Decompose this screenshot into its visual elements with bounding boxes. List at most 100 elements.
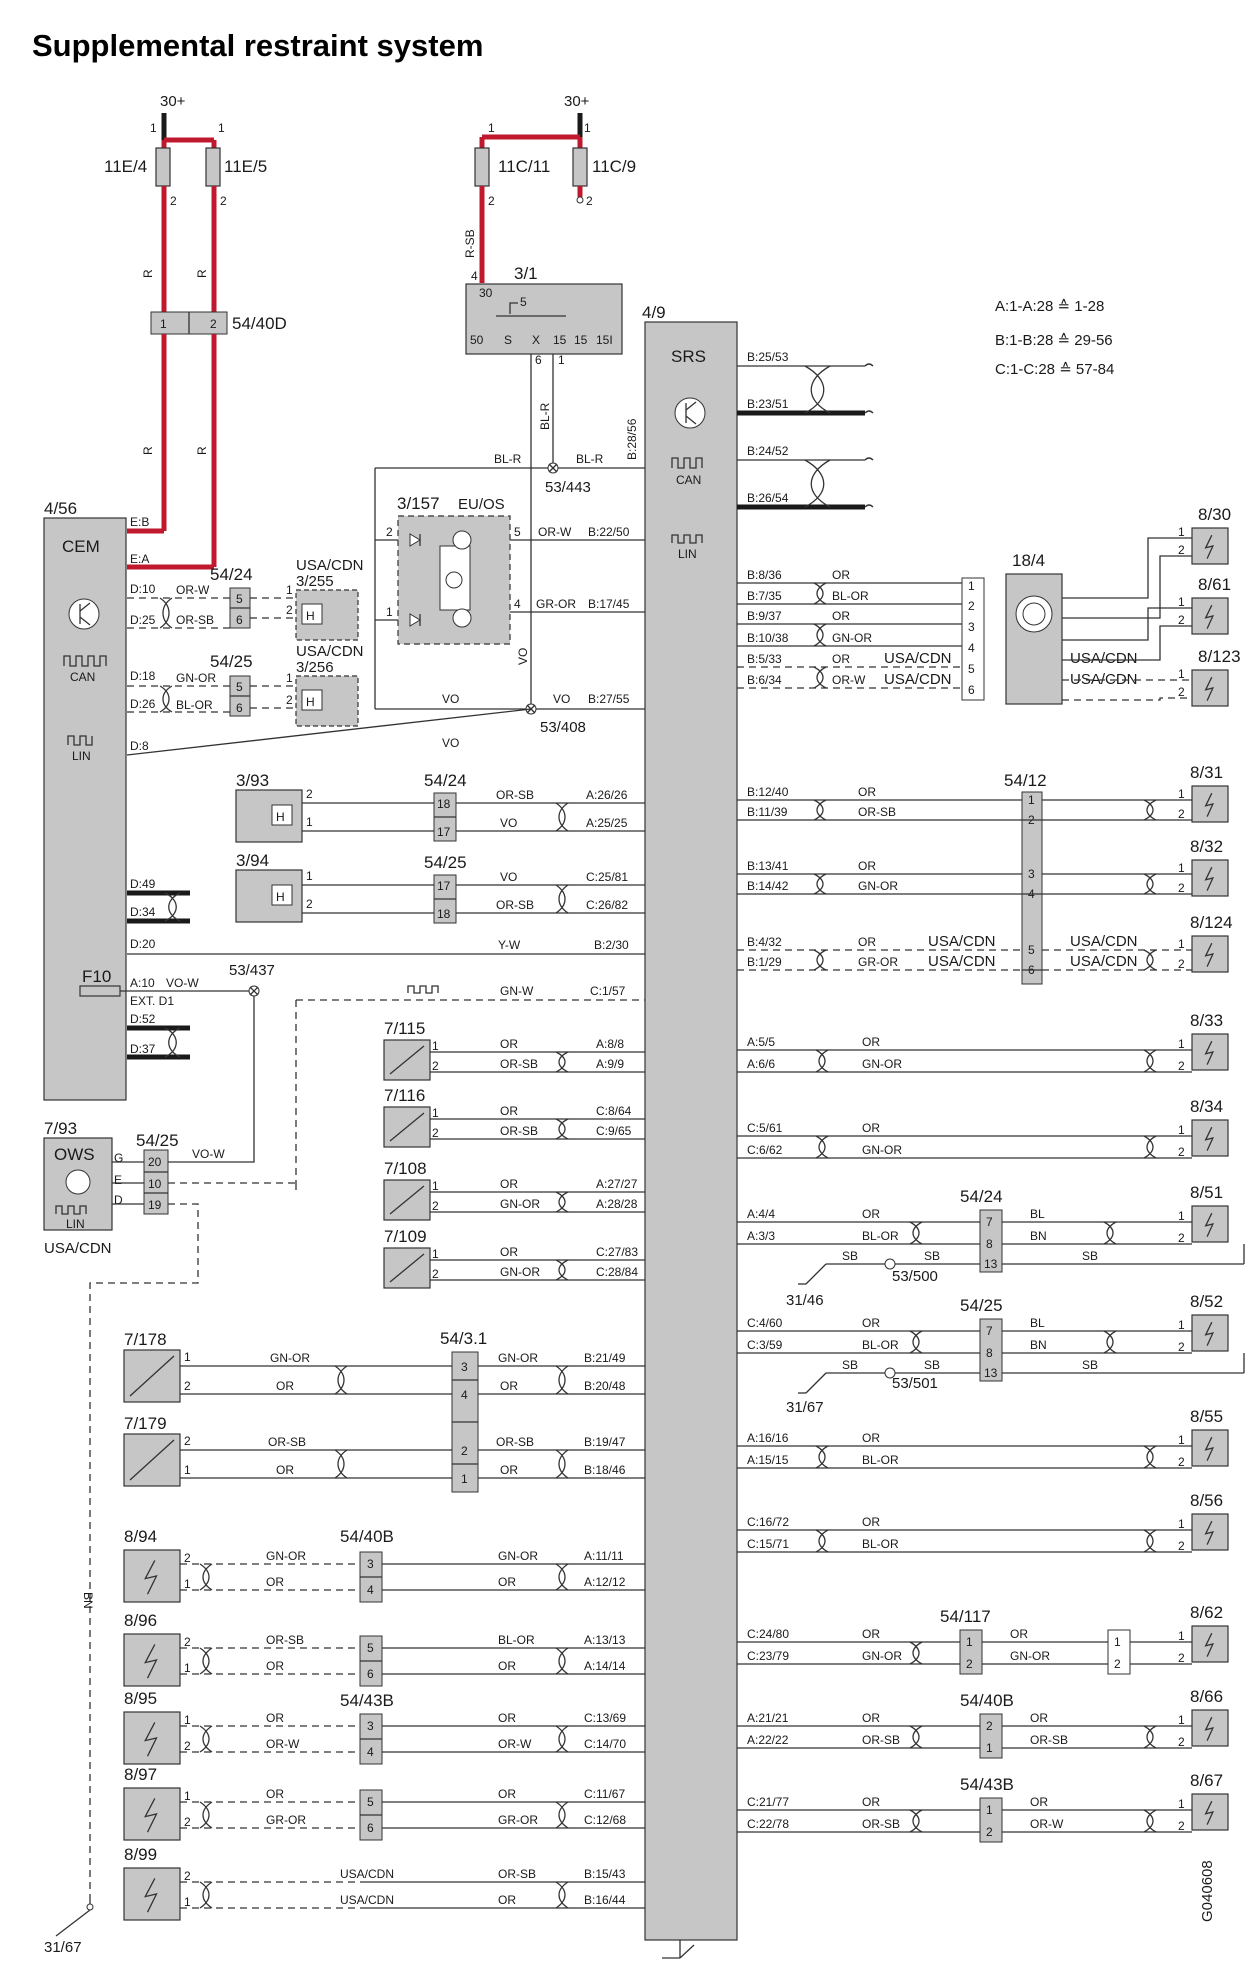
igniter-icon — [1204, 1436, 1215, 1461]
pin-label: 2 — [386, 525, 393, 539]
pin-label: 15 — [574, 333, 588, 347]
pin-label: 2 — [1178, 613, 1185, 627]
connector-label: 54/24 — [210, 565, 253, 584]
pin-label: 3 — [367, 1719, 374, 1733]
twist-mark — [813, 666, 827, 689]
pin-label: A:28/28 — [596, 1197, 638, 1211]
igniter-icon — [1204, 1632, 1215, 1657]
pin-label: B:25/53 — [747, 350, 789, 364]
connector-label: 18/4 — [1012, 551, 1045, 570]
figure-id: G040608 — [1199, 1860, 1216, 1922]
pin-label: C:5/61 — [747, 1121, 783, 1135]
pin-label: 1 — [1178, 667, 1185, 681]
wire-color: OR-SB — [500, 1124, 538, 1138]
variant-label: USA/CDN — [928, 953, 996, 970]
pin-label: S — [504, 333, 512, 347]
twist-mark — [815, 1135, 829, 1159]
srs-module-id: 4/9 — [642, 303, 666, 322]
pin-label: 2 — [1178, 543, 1185, 557]
connector-box — [979, 1318, 1003, 1382]
igniter — [123, 1633, 181, 1687]
pin-label: 1 — [966, 1635, 973, 1649]
wire-color: GN-OR — [1010, 1649, 1050, 1663]
ground-label: 31/67 — [786, 1399, 824, 1416]
variant-label: USA/CDN — [928, 933, 996, 950]
heater-h: H — [306, 609, 315, 623]
pin-label: 2 — [488, 194, 495, 208]
wire-color: SB — [842, 1358, 858, 1372]
wire-color: OR — [862, 1316, 880, 1330]
pin-label: 1 — [1178, 1713, 1185, 1727]
sensor-icon — [389, 1185, 425, 1215]
wire-color: BL-R — [494, 452, 522, 466]
igniter — [1191, 1205, 1229, 1243]
twist-mark — [1103, 1221, 1117, 1245]
igniter — [123, 1867, 181, 1921]
connector-box — [979, 1797, 1003, 1843]
pin-label: 2 — [1114, 1657, 1121, 1671]
igniter-id: 8/30 — [1198, 505, 1231, 524]
splice-53-443-label: 53/443 — [545, 479, 591, 496]
pin-label: 1 — [432, 1247, 439, 1261]
pin-label: 1 — [488, 121, 495, 135]
pin-label: 1 — [1178, 1629, 1185, 1643]
twist-mark — [909, 1330, 923, 1354]
twist-mark — [815, 1529, 829, 1553]
pin-label: 1 — [184, 1789, 191, 1803]
pin-label: C:13/69 — [584, 1711, 626, 1725]
twist-mark — [1143, 873, 1157, 895]
sensor-icon — [389, 1112, 425, 1142]
pin-label: A:13/13 — [584, 1633, 626, 1647]
pin-label: 5 — [968, 662, 975, 676]
pin-legend-line: A:1-A:28 ≙ 1-28 — [995, 298, 1104, 315]
pin-label: EXT. D1 — [130, 994, 174, 1008]
pin-label: B:10/38 — [747, 631, 789, 645]
page-title: Supplemental restraint system — [32, 28, 483, 63]
wire-color: OR — [832, 652, 850, 666]
cem-module: 4/56 CEM CAN LIN E:B E:A D:10 D:25 D:18 … — [43, 499, 645, 1190]
twist-mark — [1143, 799, 1157, 821]
wire-color: OR-SB — [266, 1633, 304, 1647]
twist-mark — [199, 1563, 213, 1591]
pin-label: C:6/62 — [747, 1143, 783, 1157]
wire-color: VO — [442, 736, 459, 750]
splice — [884, 1258, 896, 1270]
wire-color: OR-SB — [496, 898, 534, 912]
igniter-id: 8/32 — [1190, 837, 1223, 856]
pin-label: D:10 — [130, 582, 156, 596]
pin-label: 2 — [306, 897, 313, 911]
pin-label: C:27/83 — [596, 1245, 638, 1259]
seat-connector-box — [1005, 573, 1063, 705]
pin-label: 5 — [520, 295, 527, 309]
pin-label: D:18 — [130, 669, 156, 683]
pin-label: 2 — [432, 1199, 439, 1213]
twist-mark — [555, 1881, 569, 1909]
pin-label: D:26 — [130, 697, 156, 711]
lin-bus-icon — [407, 985, 439, 994]
pin-label: 5 — [236, 680, 243, 694]
cem-label: CEM — [62, 537, 100, 556]
pin-label: A:27/27 — [596, 1177, 638, 1191]
igniter-icon — [1204, 942, 1215, 967]
lin-bus-icon — [671, 534, 703, 544]
pin-label: 1 — [184, 1661, 191, 1675]
pin-label: 1 — [184, 1577, 191, 1591]
pin-label: A:15/15 — [747, 1453, 789, 1467]
pin-label: 2 — [1178, 1340, 1185, 1354]
connector-label: 54/25 — [424, 853, 467, 872]
igniter-icon — [144, 1722, 158, 1757]
pin-label: 1 — [461, 1472, 468, 1486]
pin-label: 1 — [1114, 1635, 1121, 1649]
wire-color: OR-W — [498, 1737, 532, 1751]
wire-color-r: R — [141, 269, 155, 278]
wire-color: VO-W — [166, 976, 199, 990]
igniter-id: 8/99 — [124, 1845, 157, 1864]
pin-label: 2 — [432, 1267, 439, 1281]
pin-label: 2 — [1178, 1059, 1185, 1073]
power-feed-right: 30+ 1 1 11C/11 11C/9 2 2 R-SB — [463, 93, 636, 283]
pin-label: 3 — [968, 620, 975, 634]
pin-label: C:25/81 — [586, 870, 628, 884]
connector-label: 54/117 — [940, 1607, 991, 1626]
igniter-icon — [1204, 1321, 1215, 1346]
wire-color: OR-SB — [268, 1435, 306, 1449]
